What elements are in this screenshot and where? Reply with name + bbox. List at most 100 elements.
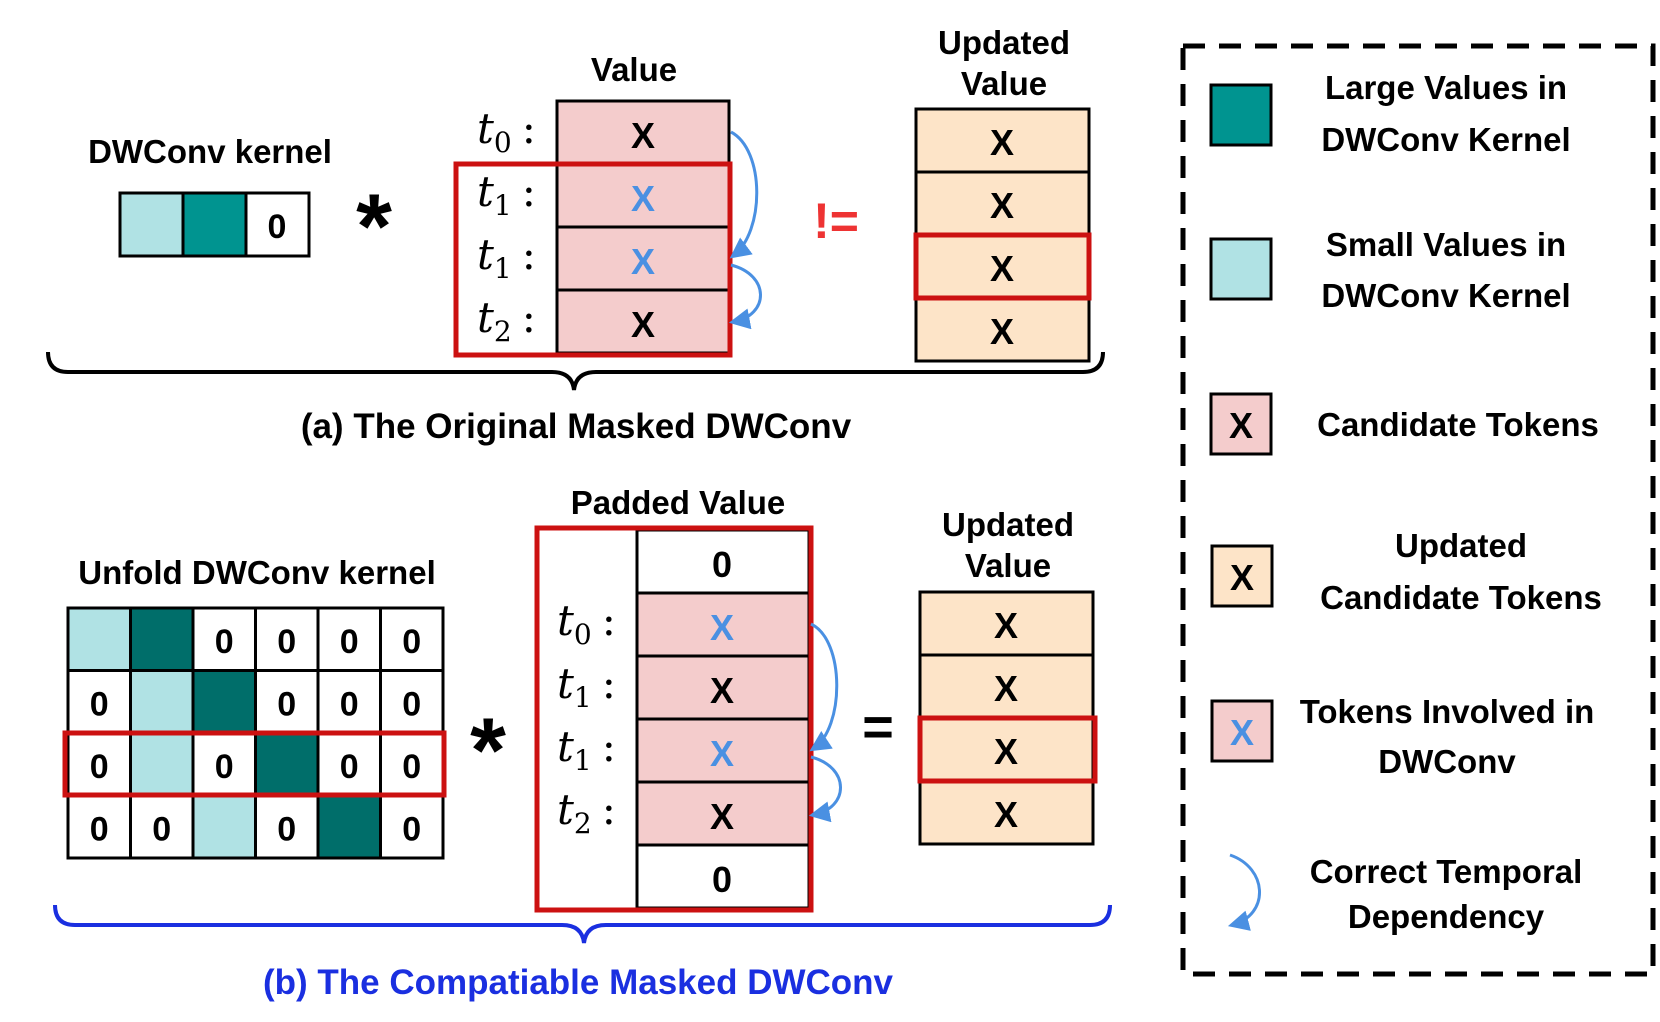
kernel-zero-label: 0: [90, 811, 109, 849]
kernel-zero-label: 0: [268, 208, 287, 246]
kernel-cell-zero: [66, 794, 132, 860]
updated-cell: [918, 590, 1095, 657]
kernel-cell-large: [254, 731, 320, 797]
kernel-cell-zero: [379, 794, 445, 860]
candidate-token-swatch: [1209, 392, 1273, 456]
equal-sign: =: [862, 697, 894, 757]
value-token-x: X: [631, 115, 655, 156]
panel-b-time-labels: t0: t1: t1: t2:: [557, 596, 616, 840]
large-kernel-swatch: [1209, 83, 1273, 147]
updated-row-highlight: [913, 232, 1092, 301]
panel-b-kernel-row-highlight: [62, 730, 447, 798]
legend-border: [1180, 43, 1656, 977]
not-equal-sign: !=: [813, 193, 859, 249]
kernel-cell-zero: [244, 191, 311, 258]
updated-token-x: X: [990, 185, 1014, 226]
legend-label: Large Values in: [1325, 69, 1567, 106]
panel-b-kernel-label: Unfold DWConv kernel: [78, 554, 436, 591]
kernel-cell-small: [66, 606, 132, 672]
kernel-cell-zero: [316, 669, 382, 735]
pad-zero: 0: [712, 544, 732, 585]
time-label: t0:: [557, 596, 616, 651]
legend-label: Small Values in: [1326, 226, 1566, 263]
kernel-zero-label: 0: [340, 623, 359, 661]
temporal-dependency-arrow: [728, 263, 762, 330]
legend-label: Candidate Tokens: [1320, 579, 1602, 616]
time-label: t1:: [557, 659, 616, 714]
convolution-operator: *: [470, 700, 506, 802]
temporal-dependency-arrow: [809, 622, 839, 752]
updated-token-x: X: [990, 122, 1014, 163]
kernel-zero-label: 0: [277, 811, 296, 849]
value-token-x-involved: X: [631, 178, 655, 219]
legend-label: DWConv: [1378, 743, 1516, 780]
panel-a-updated-title: Updated: [938, 24, 1070, 61]
kernel-zero-label: 0: [152, 811, 171, 849]
legend: Large Values in DWConv Kernel Small Valu…: [1180, 43, 1656, 977]
time-label: t2:: [477, 293, 536, 348]
temporal-dependency-arrow: [729, 130, 759, 259]
updated-cell: [914, 170, 1091, 237]
updated-cell: [918, 653, 1095, 720]
value-cell: [635, 717, 811, 784]
updated-token-x: X: [990, 311, 1014, 352]
kernel-cell-large: [129, 606, 195, 672]
updated-cell: [914, 296, 1091, 363]
kernel-cell-small: [191, 794, 257, 860]
legend-label: DWConv Kernel: [1321, 121, 1570, 158]
value-cell: [555, 99, 731, 166]
updated-token-x: X: [994, 668, 1018, 709]
value-token-x-involved: X: [631, 241, 655, 282]
pad-cell: [635, 528, 811, 595]
panel-a-kernel-label: DWConv kernel: [88, 133, 332, 170]
involved-token-mark: X: [1230, 712, 1254, 753]
kernel-cell-large: [181, 191, 248, 258]
updated-token-x: X: [990, 248, 1014, 289]
kernel-cell-small: [118, 191, 185, 258]
panel-a-value-column: X X X X: [555, 99, 731, 355]
kernel-cell-zero: [379, 669, 445, 735]
legend-label: Updated: [1395, 527, 1527, 564]
time-label: t1:: [477, 230, 536, 285]
curved-arrow-icon: [1227, 853, 1261, 931]
kernel-cell-zero: [254, 606, 320, 672]
updated-token-mark: X: [1230, 557, 1254, 598]
value-token-x-involved: X: [710, 733, 734, 774]
pad-zero: 0: [712, 859, 732, 900]
panel-a-updated-column: X X X X: [913, 107, 1092, 363]
pad-cell: [635, 843, 811, 910]
kernel-cell-zero: [66, 669, 132, 735]
kernel-zero-label: 0: [215, 748, 234, 786]
updated-cell: [918, 779, 1095, 846]
value-token-x: X: [710, 670, 734, 711]
panel-b-caption: (b) The Compatiable Masked DWConv: [263, 963, 894, 1002]
convolution-operator: *: [356, 176, 392, 278]
legend-label: Correct Temporal: [1310, 853, 1583, 890]
updated-token-x: X: [994, 731, 1018, 772]
kernel-zero-label: 0: [402, 811, 421, 849]
legend-label: Dependency: [1348, 898, 1545, 935]
value-token-x-involved: X: [710, 607, 734, 648]
updated-token-x: X: [994, 794, 1018, 835]
legend-label: DWConv Kernel: [1321, 277, 1570, 314]
updated-row-highlight: [917, 715, 1098, 784]
kernel-zero-label: 0: [340, 686, 359, 724]
panel-a-value-title: Value: [591, 51, 677, 88]
value-token-x: X: [631, 304, 655, 345]
kernel-zero-label: 0: [402, 623, 421, 661]
kernel-cell-large: [191, 669, 257, 735]
kernel-zero-label: 0: [90, 686, 109, 724]
small-kernel-swatch: [1209, 237, 1273, 301]
legend-label: Candidate Tokens: [1317, 406, 1599, 443]
panel-b-brace: [53, 904, 1112, 944]
updated-token-x: X: [994, 605, 1018, 646]
panel-b-updated-title: Value: [965, 547, 1051, 584]
panel-a-brace: [46, 351, 1105, 391]
kernel-zero-label: 0: [277, 623, 296, 661]
kernel-cell-large: [316, 794, 382, 860]
updated-token-swatch: [1210, 544, 1274, 608]
